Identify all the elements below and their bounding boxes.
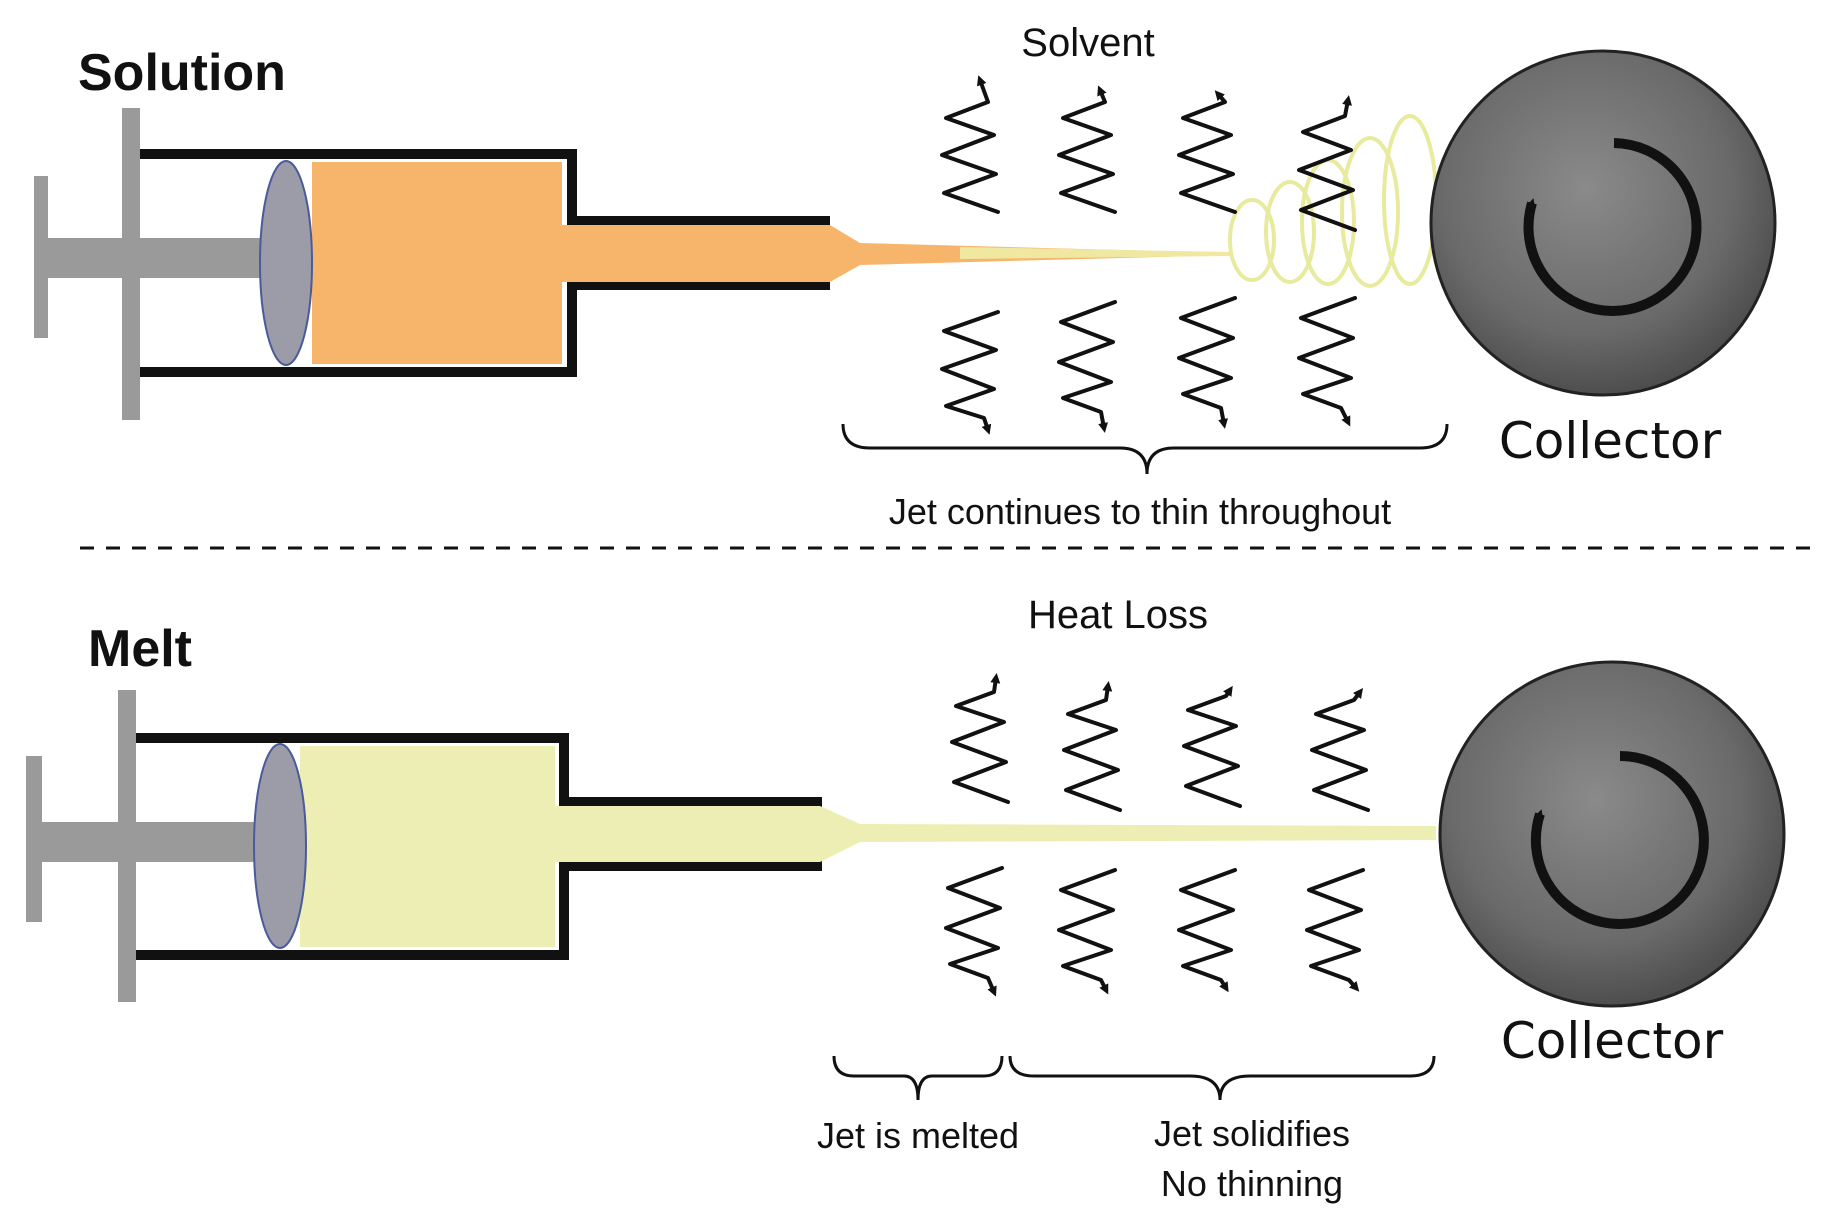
plunger-seal [259,160,313,366]
solution-jet-taper [960,247,1230,259]
melt-title: Melt [88,620,192,678]
melted-caption: Jet is melted [817,1115,1019,1156]
melted-brace [832,1055,1004,1101]
barrel-flange [118,690,136,1002]
solvent-arrows-up [940,75,1357,232]
thinning-brace [841,423,1449,475]
plunger-thumb-rest [26,756,42,922]
heat-arrows-down [944,866,1365,997]
plunger-rod [42,822,282,862]
heat-arrows-up [950,673,1370,812]
melt-panel: Melt Heat Loss Jet is melted Jet solidif… [26,593,1786,1204]
solution-collector-label: Collector [1499,412,1722,470]
solution-syringe [34,108,1230,420]
solution-collector [1429,49,1777,397]
solution-panel: Solution Solvent [34,21,1777,532]
melt-collector-label: Collector [1501,1012,1724,1070]
solidifies-caption-line2: No thinning [1161,1163,1343,1204]
rotation-arrow-icon [1530,751,1709,929]
solidifies-brace [1008,1055,1436,1101]
solvent-arrows-down [940,296,1357,435]
solution-fluid [312,162,1230,364]
plunger-seal [253,743,307,949]
plunger-thumb-rest [34,176,48,338]
melt-fluid [300,746,1436,947]
barrel-outline [140,149,830,377]
solvent-label: Solvent [1021,21,1154,65]
barrel-outline [136,733,822,960]
thinning-caption: Jet continues to thin throughout [889,491,1391,532]
melt-syringe [26,690,1436,1002]
barrel-flange [122,108,140,420]
solidifies-caption-line1: Jet solidifies [1154,1113,1350,1154]
heat-loss-label: Heat Loss [1028,593,1208,637]
solution-title: Solution [78,44,286,102]
melt-collector [1438,660,1786,1008]
plunger-rod [48,238,290,278]
rotation-arrow-icon [1523,138,1702,316]
